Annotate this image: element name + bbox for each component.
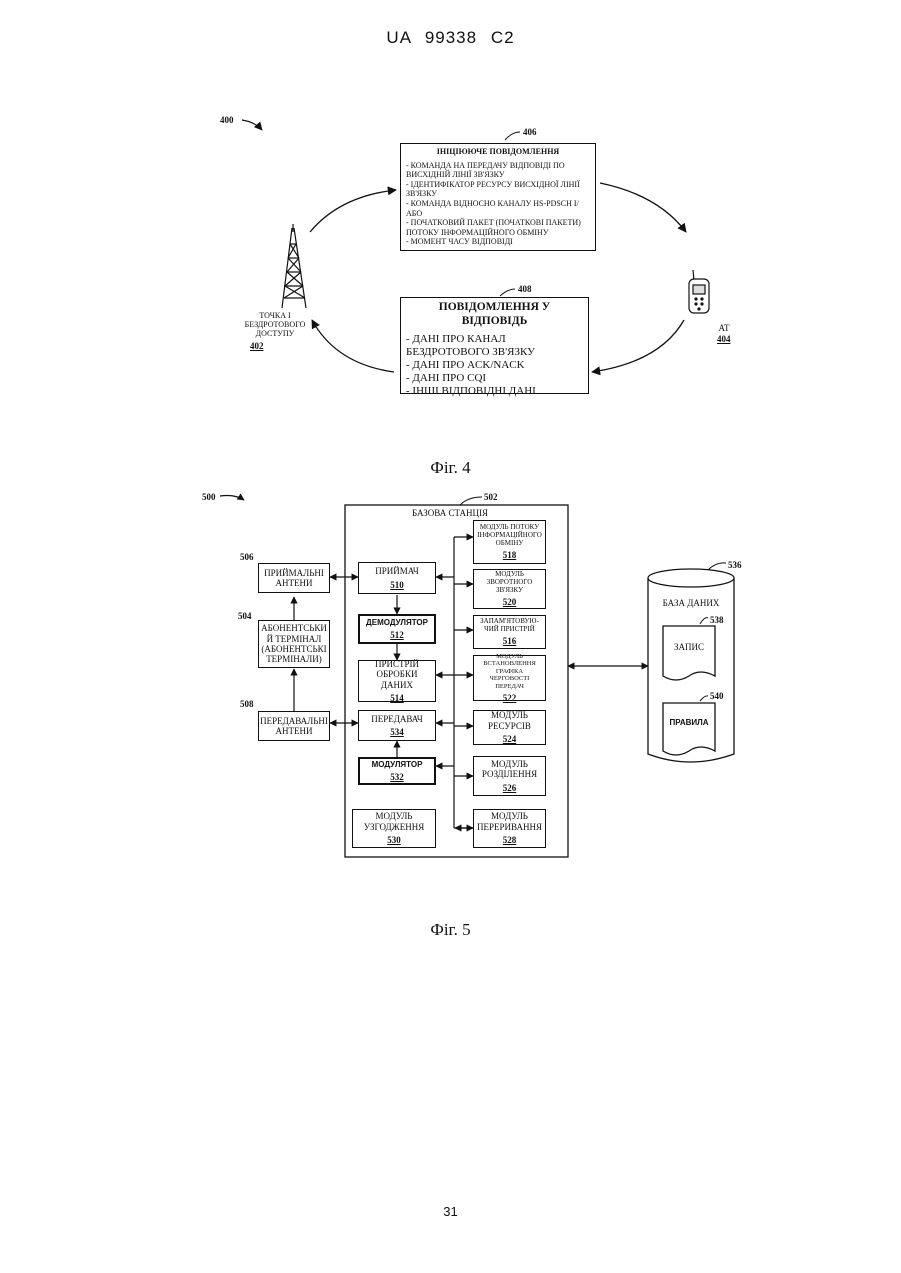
rx-antennas-label: ПРИЙМАЛЬНІ АНТЕНИ xyxy=(261,568,327,589)
separation-module-label: МОДУЛЬ РОЗДІЛЕННЯ xyxy=(476,759,543,780)
memory-label: ЗАПАМ'ЯТОВУЮ-ЧИЙ ПРИСТРІЙ xyxy=(476,617,543,633)
resource-module-box: МОДУЛЬ РЕСУРСІВ 524 xyxy=(473,710,546,745)
ref-540: 540 xyxy=(710,691,724,701)
demodulator-label: ДЕМОДУЛЯТОР xyxy=(366,618,428,627)
base-station-label: БАЗОВА СТАНЦІЯ xyxy=(380,508,520,518)
ref-536-leader xyxy=(708,563,726,570)
ref-514: 514 xyxy=(390,693,404,703)
page-number: 31 xyxy=(0,1204,901,1219)
feedback-module-label: МОДУЛЬ ЗВОРОТНОГО ЗВ'ЯЗКУ xyxy=(476,570,543,594)
rx-antennas-box: ПРИЙМАЛЬНІ АНТЕНИ xyxy=(258,563,330,593)
demodulator-box: ДЕМОДУЛЯТОР 512 xyxy=(358,614,436,644)
interruption-module-label: МОДУЛЬ ПЕРЕРИВАННЯ xyxy=(476,811,543,832)
ref-508: 508 xyxy=(240,699,254,709)
rules-document-icon xyxy=(663,703,715,755)
ref-512: 512 xyxy=(390,630,404,640)
ref-534: 534 xyxy=(390,727,404,737)
ref-504: 504 xyxy=(238,611,252,621)
ref-502-leader xyxy=(460,497,482,505)
traffic-flow-module-label: МОДУЛЬ ПОТОКУ ІНФОРМАЦІЙНОГО ОБМІНУ xyxy=(476,523,543,547)
modulator-box: МОДУЛЯТОР 532 xyxy=(358,757,436,785)
ref-538: 538 xyxy=(710,615,724,625)
traffic-flow-module-box: МОДУЛЬ ПОТОКУ ІНФОРМАЦІЙНОГО ОБМІНУ 518 xyxy=(473,520,546,564)
transmitter-label: ПЕРЕДАВАЧ xyxy=(371,714,423,724)
data-processor-label: ПРИСТРІЙ ОБРОБКИ ДАНИХ xyxy=(361,659,433,690)
ref-520: 520 xyxy=(503,597,517,607)
ref-536: 536 xyxy=(728,560,742,570)
feedback-module-box: МОДУЛЬ ЗВОРОТНОГО ЗВ'ЯЗКУ 520 xyxy=(473,569,546,609)
receiver-label: ПРИЙМАЧ xyxy=(375,566,419,576)
transmitter-box: ПЕРЕДАВАЧ 534 xyxy=(358,710,436,741)
coordination-module-label: МОДУЛЬ УЗГОДЖЕННЯ xyxy=(355,811,433,832)
ref-510: 510 xyxy=(390,580,404,590)
database-label: БАЗА ДАНИХ xyxy=(648,598,734,608)
ref-530: 530 xyxy=(387,835,401,845)
separation-module-box: МОДУЛЬ РОЗДІЛЕННЯ 526 xyxy=(473,756,546,796)
scheduler-module-label: МОДУЛЬ ВСТАНОВЛЕННЯ ГРАФІКА ЧЕРГОВОСТІ П… xyxy=(476,653,543,690)
coordination-module-box: МОДУЛЬ УЗГОДЖЕННЯ 530 xyxy=(352,809,436,848)
ref-500: 500 xyxy=(202,492,216,502)
ref-506: 506 xyxy=(240,552,254,562)
ref-500-arrow xyxy=(220,496,244,501)
ref-528: 528 xyxy=(503,835,517,845)
tx-antennas-box: ПЕРЕДАВАЛЬНІ АНТЕНИ xyxy=(258,711,330,741)
modulator-label: МОДУЛЯТОР xyxy=(372,760,423,769)
data-processor-box: ПРИСТРІЙ ОБРОБКИ ДАНИХ 514 xyxy=(358,660,436,702)
tx-antennas-label: ПЕРЕДАВАЛЬНІ АНТЕНИ xyxy=(260,716,328,737)
fig5-caption: Фіг. 5 xyxy=(0,920,901,940)
subscriber-terminal-label: АБОНЕНТСЬКИ Й ТЕРМІНАЛ (АБОНЕНТСЬКІ ТЕРМ… xyxy=(261,623,327,664)
ref-524: 524 xyxy=(503,734,517,744)
ref-518: 518 xyxy=(503,550,517,560)
receiver-box: ПРИЙМАЧ 510 xyxy=(358,562,436,594)
ref-532: 532 xyxy=(390,772,404,782)
resource-module-label: МОДУЛЬ РЕСУРСІВ xyxy=(476,710,543,731)
subscriber-terminal-box: АБОНЕНТСЬКИ Й ТЕРМІНАЛ (АБОНЕНТСЬКІ ТЕРМ… xyxy=(258,620,330,668)
ref-502: 502 xyxy=(484,492,498,502)
memory-box: ЗАПАМ'ЯТОВУЮ-ЧИЙ ПРИСТРІЙ 516 xyxy=(473,615,546,649)
record-label: ЗАПИС xyxy=(663,642,715,652)
ref-522: 522 xyxy=(503,693,517,703)
ref-516: 516 xyxy=(503,636,517,646)
scheduler-module-box: МОДУЛЬ ВСТАНОВЛЕННЯ ГРАФІКА ЧЕРГОВОСТІ П… xyxy=(473,655,546,701)
ref-526: 526 xyxy=(503,783,517,793)
rules-label: ПРАВИЛА xyxy=(663,718,715,727)
record-document-icon xyxy=(663,626,715,680)
interruption-module-box: МОДУЛЬ ПЕРЕРИВАННЯ 528 xyxy=(473,809,546,848)
